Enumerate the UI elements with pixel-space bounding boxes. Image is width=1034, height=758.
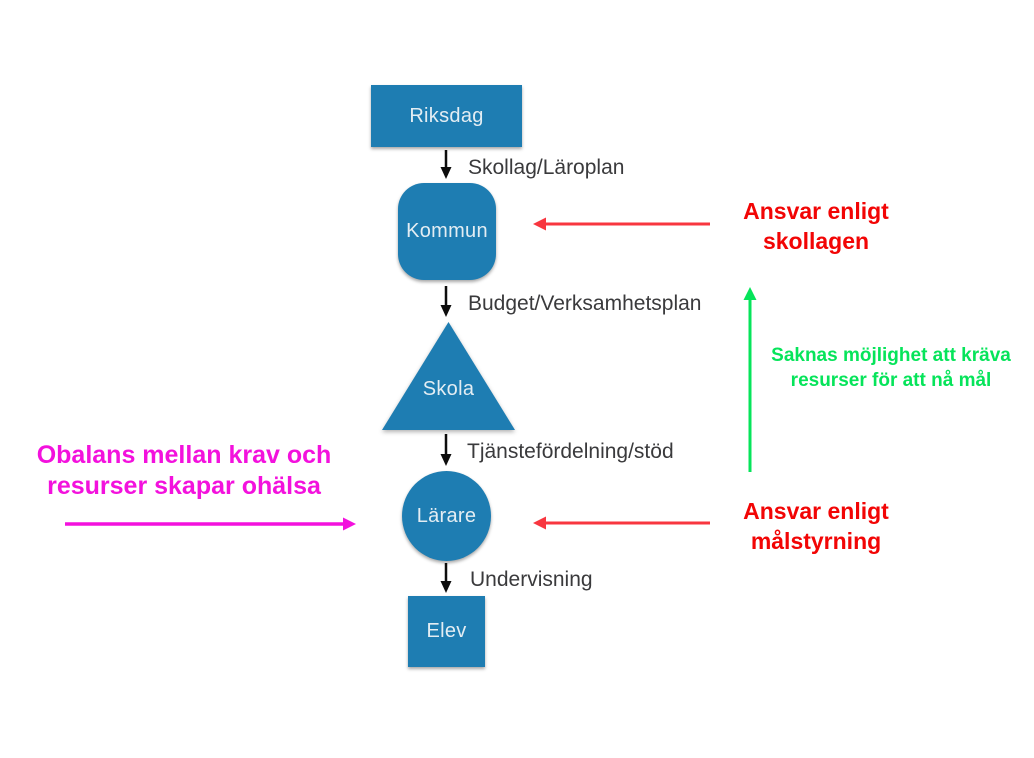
flow-arrow-kommun-skola <box>440 286 452 317</box>
arrow-head-right-icon <box>343 517 356 531</box>
node-larare: Lärare <box>402 471 491 561</box>
annotation-ansvar-skollagen: Ansvar enligt skollagen <box>703 196 929 256</box>
flow-arrow-riksdag-kommun <box>440 150 452 179</box>
annotation-line: Ansvar enligt <box>743 498 889 524</box>
arrow-head-left-icon <box>533 516 546 530</box>
annotation-line: resurser för att nå mål <box>790 370 992 391</box>
annotation-obalans: Obalans mellan krav och resurser skapar … <box>12 440 356 502</box>
arrow-head-down-icon <box>440 454 452 466</box>
red-arrow-larare <box>533 516 710 530</box>
edge-label-skollag-laroplan: Skollag/Läroplan <box>468 156 625 179</box>
node-riksdag: Riksdag <box>371 85 522 147</box>
annotation-line: resurser skapar ohälsa <box>47 472 321 500</box>
node-elev-label: Elev <box>426 620 467 642</box>
node-skola-wrapper: Skola <box>382 322 515 430</box>
arrow-head-down-icon <box>440 167 452 179</box>
node-kommun: Kommun <box>398 183 496 280</box>
edge-label-budget-verksamhetsplan: Budget/Verksamhetsplan <box>468 292 702 315</box>
magenta-arrow-larare <box>65 517 356 531</box>
arrow-head-left-icon <box>533 217 546 231</box>
annotation-line: målstyrning <box>750 528 882 554</box>
flow-arrow-skola-larare <box>440 434 452 466</box>
node-larare-label: Lärare <box>416 504 477 527</box>
arrow-head-down-icon <box>440 305 452 317</box>
red-arrow-kommun <box>533 217 710 231</box>
arrow-head-down-icon <box>440 581 452 593</box>
annotation-line: skollagen <box>762 228 870 254</box>
annotation-line: Saknas möjlighet att kräva <box>771 345 1011 366</box>
arrow-head-up-icon <box>743 287 757 300</box>
flow-arrow-larare-elev <box>440 563 452 593</box>
node-skola-label: Skola <box>422 377 475 400</box>
node-skola: Skola <box>382 322 515 430</box>
annotation-saknas-mojlighet: Saknas möjlighet att kräva resurser för … <box>756 343 1026 393</box>
annotation-ansvar-malstyrning: Ansvar enligt målstyrning <box>703 496 929 556</box>
edge-label-tjanstefordelning-stod: Tjänstefördelning/stöd <box>467 440 674 463</box>
node-kommun-label: Kommun <box>406 220 488 242</box>
green-arrow-up <box>743 287 757 472</box>
edge-label-undervisning: Undervisning <box>470 568 593 591</box>
annotation-line: Obalans mellan krav och <box>36 441 332 469</box>
node-riksdag-label: Riksdag <box>409 104 484 127</box>
node-elev: Elev <box>408 596 485 667</box>
annotation-line: Ansvar enligt <box>743 198 889 224</box>
